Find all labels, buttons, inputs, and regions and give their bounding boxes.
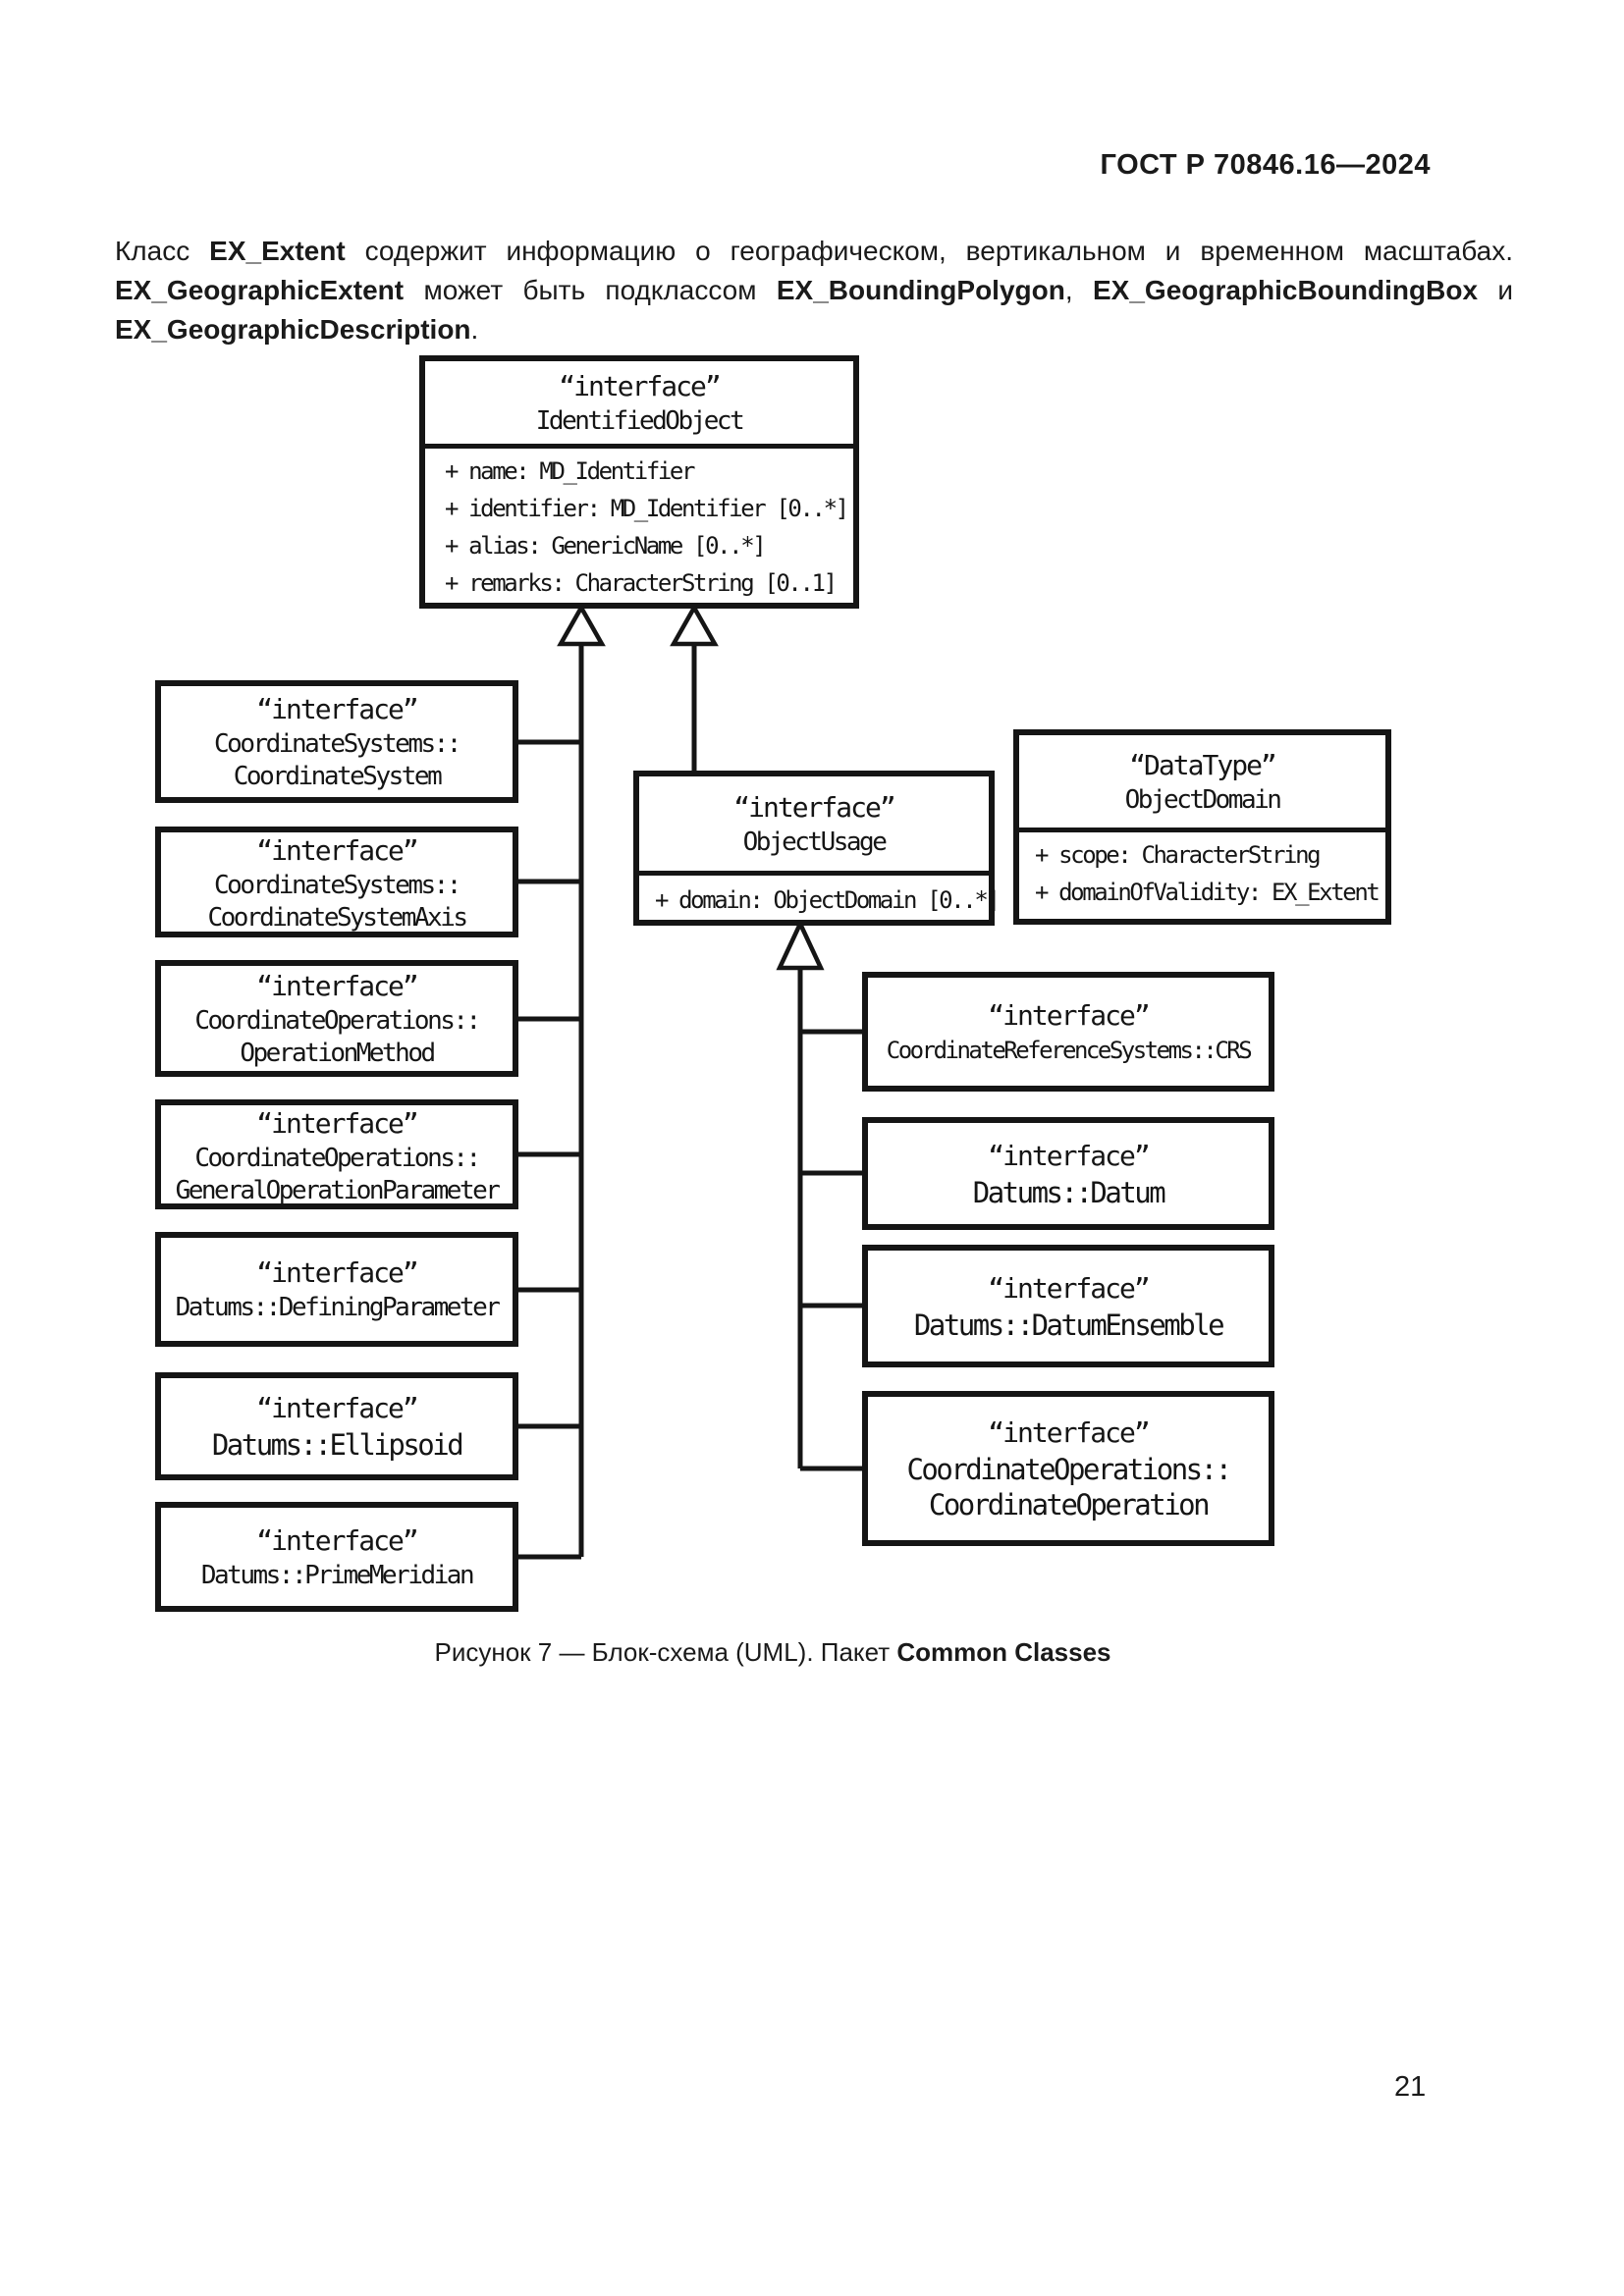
class-ref-ex-geographicextent: EX_GeographicExtent (115, 275, 405, 305)
stereotype-label: “interface” (988, 1416, 1150, 1449)
stereotype-label: “interface” (256, 692, 418, 725)
uml-class-coordinate-system: “interface” CoordinateSystems:: Coordina… (155, 680, 518, 803)
class-header: “interface” Datums::Ellipsoid (161, 1378, 513, 1474)
class-header: “interface” CoordinateSystems:: Coordina… (161, 832, 513, 934)
attribute: + name: MD_Identifier (445, 457, 695, 485)
class-name: CoordinateOperations:: (194, 1005, 481, 1036)
class-header: “interface” ObjectUsage (639, 776, 989, 871)
attributes-compartment: + name: MD_Identifier + identifier: MD_I… (425, 444, 853, 602)
uml-class-general-operation-parameter: “interface” CoordinateOperations:: Gener… (155, 1099, 518, 1209)
intro-paragraph: Класс EX_Extent содержит информацию о ге… (115, 232, 1513, 349)
class-name: Datums::DefiningParameter (175, 1293, 501, 1322)
class-name: Datums::Ellipsoid (211, 1428, 464, 1462)
uml-class-prime-meridian: “interface” Datums::PrimeMeridian (155, 1502, 518, 1612)
stereotype-label: “interface” (256, 1256, 418, 1289)
paragraph-text: , (1064, 275, 1093, 305)
stereotype-label: “interface” (256, 1392, 418, 1424)
generalization-arrowhead-icon (557, 603, 606, 647)
class-ref-ex-geographicdescription: EX_GeographicDescription (115, 314, 471, 345)
stereotype-label: “interface” (256, 1523, 418, 1557)
attribute: + domainOfValidity: EX_Extent (1035, 879, 1380, 906)
class-header: “interface” Datums::PrimeMeridian (161, 1508, 513, 1606)
uml-class-operation-method: “interface” CoordinateOperations:: Opera… (155, 960, 518, 1077)
paragraph-text: Класс (115, 236, 210, 266)
class-ref-ex-boundingpolygon: EX_BoundingPolygon (776, 275, 1065, 305)
class-header: “DataType” ObjectDomain (1019, 735, 1385, 828)
page-header: ГОСТ Р 70846.16—2024 (115, 149, 1431, 182)
attributes-compartment: + scope: CharacterString + domainOfValid… (1019, 828, 1385, 911)
class-header: “interface” Datums::Datum (868, 1123, 1269, 1224)
class-header: “interface” Datums::DefiningParameter (161, 1238, 513, 1341)
attributes-compartment: + domain: ObjectDomain [0..*] (639, 871, 1001, 920)
attribute: + remarks: CharacterString [0..1] (445, 569, 838, 597)
class-name: Datums::Datum (972, 1175, 1166, 1209)
class-name: CoordinateOperation (928, 1488, 1211, 1522)
class-name: CoordinateOperations:: (906, 1453, 1232, 1486)
class-ref-ex-extent: EX_Extent (209, 236, 346, 266)
class-header: “interface” CoordinateReferenceSystems::… (868, 978, 1269, 1086)
class-name: ObjectDomain (1124, 784, 1282, 815)
uml-class-ellipsoid: “interface” Datums::Ellipsoid (155, 1372, 518, 1480)
uml-class-defining-parameter: “interface” Datums::DefiningParameter (155, 1232, 518, 1347)
uml-class-datum-ensemble: “interface” Datums::DatumEnsemble (862, 1245, 1274, 1367)
class-name: IdentifiedObject (535, 405, 745, 436)
stereotype-label: “interface” (256, 1107, 418, 1140)
standard-code: ГОСТ Р 70846.16—2024 (1100, 149, 1431, 181)
attribute: + domain: ObjectDomain [0..*] (655, 885, 1001, 914)
class-name: CoordinateSystemAxis (207, 903, 468, 933)
class-name: CoordinateReferenceSystems::CRS (886, 1036, 1253, 1064)
figure-caption: Рисунок 7 — Блок-схема (UML). Пакет Comm… (115, 1637, 1431, 1668)
uml-class-crs: “interface” CoordinateReferenceSystems::… (862, 972, 1274, 1092)
page-number-value: 21 (1394, 2071, 1427, 2103)
stereotype-label: “interface” (733, 790, 895, 824)
class-name: CoordinateSystems:: (214, 871, 461, 900)
stereotype-label: “DataType” (1129, 748, 1277, 781)
caption-package-name: Common Classes (896, 1637, 1111, 1667)
paragraph-text: . (470, 314, 479, 345)
attribute: + alias: GenericName [0..*] (445, 532, 767, 560)
uml-class-object-domain: “DataType” ObjectDomain + scope: Charact… (1013, 729, 1391, 925)
class-header: “interface” CoordinateSystems:: Coordina… (161, 686, 513, 797)
stereotype-label: “interface” (988, 1139, 1150, 1172)
stereotype-label: “interface” (988, 998, 1150, 1032)
stereotype-label: “interface” (256, 834, 418, 867)
generalization-arrowhead-icon (776, 918, 825, 971)
class-header: “interface” CoordinateOperations:: Coord… (868, 1397, 1269, 1540)
paragraph-text: может быть подклассом (404, 275, 777, 305)
class-name: GeneralOperationParameter (175, 1176, 501, 1205)
class-name: OperationMethod (240, 1038, 436, 1068)
class-name: Datums::PrimeMeridian (200, 1560, 475, 1590)
class-ref-ex-geographicboundingbox: EX_GeographicBoundingBox (1092, 275, 1479, 305)
class-header: “interface” Datums::DatumEnsemble (868, 1251, 1269, 1362)
paragraph-text: и (1478, 275, 1514, 305)
paragraph-text: содержит информацию о географическом, ве… (345, 236, 1514, 266)
attribute: + identifier: MD_Identifier [0..*] (445, 495, 849, 522)
class-name: Datums::DatumEnsemble (913, 1308, 1225, 1342)
class-name: ObjectUsage (742, 827, 888, 857)
generalization-arrowhead-icon (670, 603, 719, 647)
stereotype-label: “interface” (256, 969, 418, 1002)
uml-class-coordinate-operation: “interface” CoordinateOperations:: Coord… (862, 1391, 1274, 1546)
uml-class-object-usage: “interface” ObjectUsage + domain: Object… (633, 771, 1001, 926)
caption-text: Рисунок 7 — Блок-схема (UML). Пакет (434, 1637, 897, 1667)
class-name: CoordinateSystems:: (214, 728, 461, 759)
class-header: “interface” CoordinateOperations:: Opera… (161, 966, 513, 1071)
stereotype-label: “interface” (988, 1271, 1150, 1305)
class-name: CoordinateSystem (233, 761, 443, 791)
uml-class-identified-object: “interface” IdentifiedObject + name: MD_… (419, 355, 859, 609)
stereotype-label: “interface” (559, 369, 721, 402)
uml-class-coordinate-system-axis: “interface” CoordinateSystems:: Coordina… (155, 827, 518, 937)
page-number: 21 (1394, 2071, 1426, 2104)
attribute: + scope: CharacterString (1035, 841, 1322, 869)
class-header: “interface” CoordinateOperations:: Gener… (161, 1105, 513, 1207)
uml-class-datum: “interface” Datums::Datum (862, 1117, 1274, 1230)
class-name: CoordinateOperations:: (194, 1144, 481, 1173)
class-header: “interface” IdentifiedObject (425, 361, 853, 444)
